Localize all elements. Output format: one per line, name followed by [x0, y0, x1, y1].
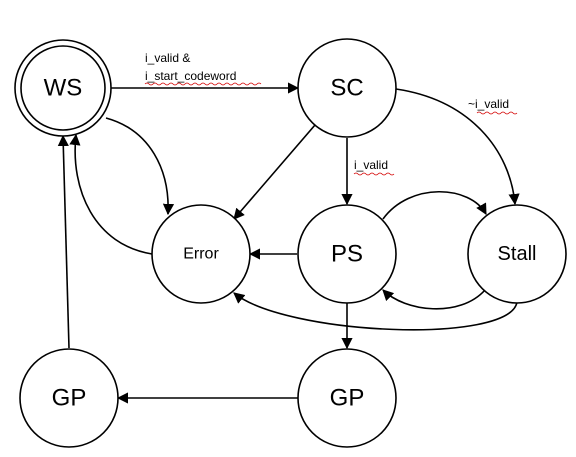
state-ws: WS [14, 39, 112, 137]
state-sc-label: SC [330, 75, 363, 102]
state-sc-circle [297, 38, 397, 138]
label-sc-to-ps: i_valid [354, 158, 388, 172]
edge-error-to-ws [69, 133, 153, 255]
transition-labels: i_valid & i_start_codeword ~i_valid i_va… [144, 51, 518, 176]
state-stall-label: Stall [498, 243, 537, 265]
state-error-label: Error [183, 246, 219, 263]
state-ps: PS [297, 204, 397, 304]
state-stall-circle [467, 204, 567, 304]
state-error-circle [151, 204, 251, 304]
edges [57, 82, 520, 404]
edge-stall-to-ps [382, 289, 486, 310]
edge-sc-to-error [233, 124, 316, 220]
state-sc: SC [297, 38, 397, 138]
state-gp-right: GP [297, 348, 397, 448]
edge-ws-to-error [105, 117, 175, 216]
edge-ps-to-stall [382, 190, 487, 220]
state-gp-right-label: GP [330, 385, 365, 412]
edge-gp-left-to-ws [57, 134, 70, 349]
spellcheck-underline [144, 82, 262, 86]
spellcheck-underline [353, 172, 395, 176]
state-ps-label: PS [331, 241, 363, 268]
state-gp-left-circle [19, 348, 119, 448]
state-ps-circle [297, 204, 397, 304]
label-ws-to-sc-line2: i_start_codeword [145, 69, 236, 83]
state-gp-right-circle [297, 348, 397, 448]
state-ws-label: WS [44, 75, 83, 102]
spellcheck-underline [476, 111, 518, 115]
edge-stall-to-error [233, 292, 518, 331]
state-gp-left-label: GP [52, 385, 87, 412]
state-ws-inner-ring [20, 45, 106, 131]
label-sc-to-stall: ~i_valid [468, 97, 509, 111]
state-stall: Stall [467, 204, 567, 304]
label-ws-to-sc-line1: i_valid & [145, 51, 190, 65]
edge-sc-to-stall [395, 88, 520, 206]
state-gp-left: GP [19, 348, 119, 448]
state-error: Error [151, 204, 251, 304]
